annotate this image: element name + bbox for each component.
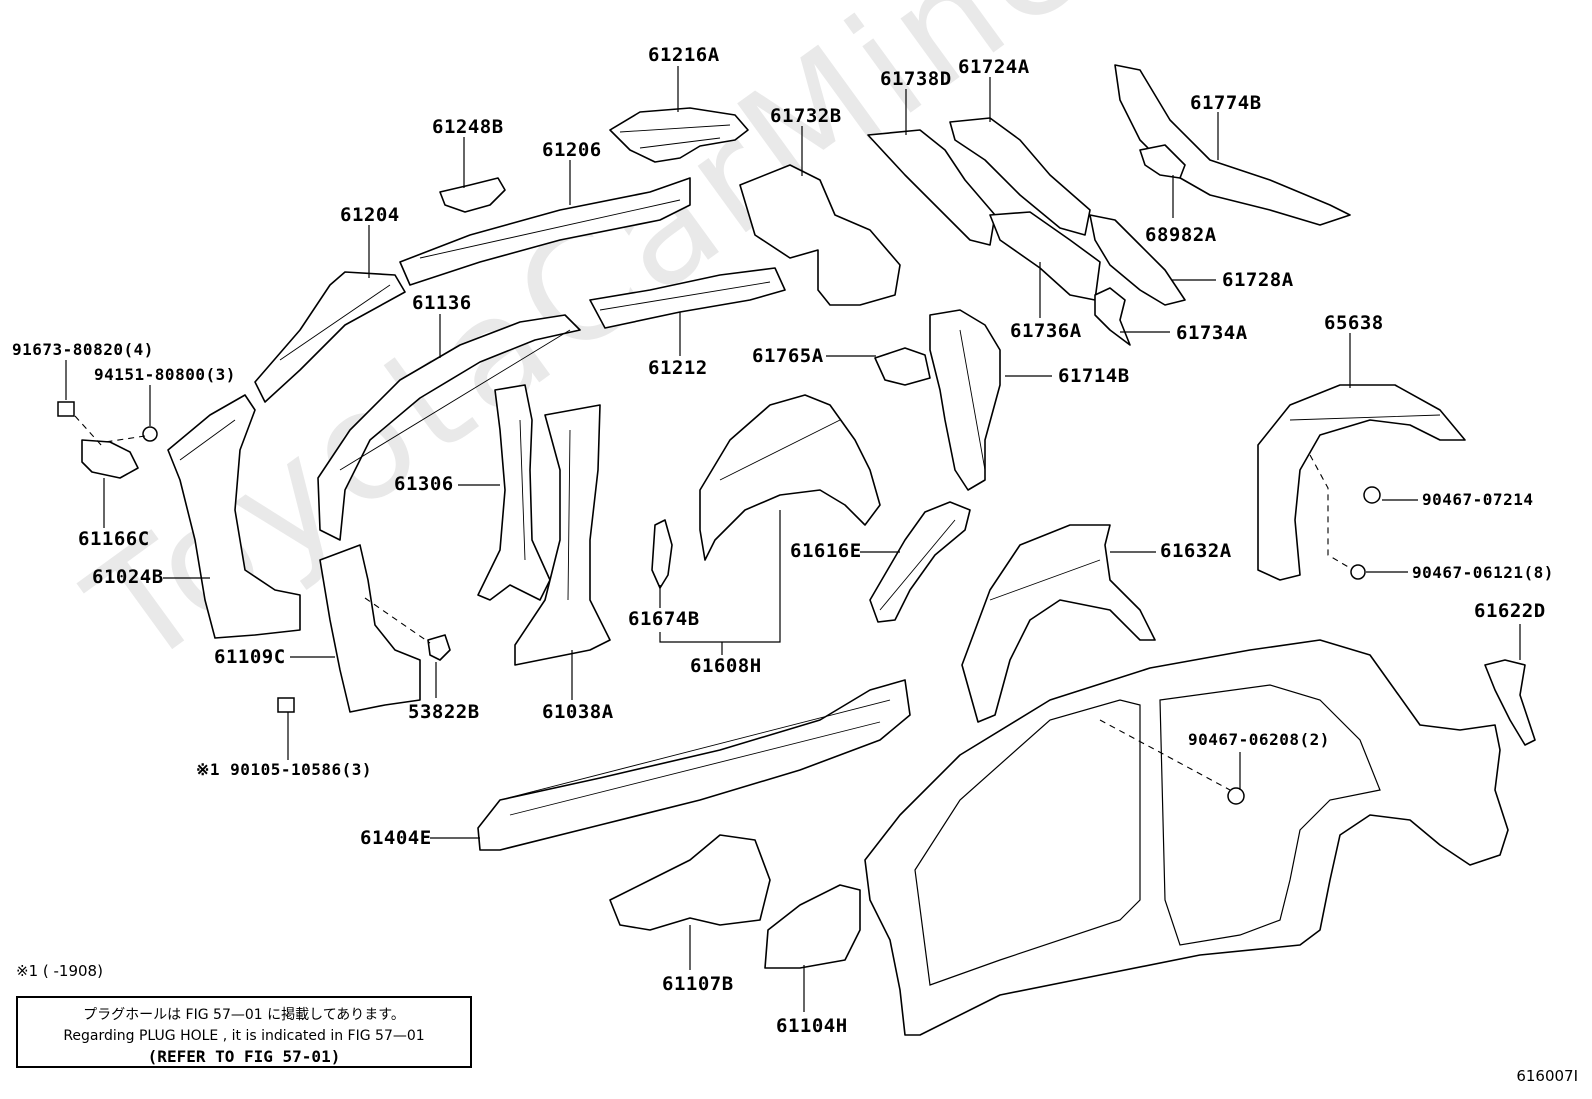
front-door-opening bbox=[914, 699, 1141, 986]
note-english: Regarding PLUG HOLE , it is indicated in… bbox=[63, 1028, 425, 1044]
clip-90467-06208 bbox=[1227, 787, 1245, 805]
part-61632A-shape bbox=[961, 524, 1156, 723]
label-61765A[interactable]: 61765A bbox=[752, 345, 824, 367]
label-61038A[interactable]: 61038A bbox=[542, 701, 614, 723]
rear-door-opening bbox=[1159, 684, 1381, 946]
label-61104H[interactable]: 61104H bbox=[776, 1015, 848, 1037]
label-61204[interactable]: 61204 bbox=[340, 204, 400, 226]
plug-hole-note: プラグホールは FIG 57—01 に掲載してあります。 Regarding P… bbox=[16, 996, 472, 1068]
part-61109C-shape bbox=[319, 544, 421, 713]
part-61206-shape bbox=[399, 177, 691, 286]
part-61204-shape bbox=[254, 271, 406, 403]
label-61674B[interactable]: 61674B bbox=[628, 608, 700, 630]
label-61136[interactable]: 61136 bbox=[412, 292, 472, 314]
label-61732B[interactable]: 61732B bbox=[770, 105, 842, 127]
label-61107B[interactable]: 61107B bbox=[662, 973, 734, 995]
part-61774B-shape bbox=[1114, 64, 1351, 226]
bolt-91673 bbox=[57, 401, 75, 417]
part-61216A-shape bbox=[609, 107, 749, 163]
part-61166C-shape bbox=[81, 439, 139, 479]
label-61632A[interactable]: 61632A bbox=[1160, 540, 1232, 562]
label-61109C[interactable]: 61109C bbox=[214, 646, 286, 668]
note-japanese: プラグホールは FIG 57—01 に掲載してあります。 bbox=[83, 1007, 405, 1023]
label-90467-06121[interactable]: 90467-06121(8) bbox=[1412, 563, 1554, 582]
part-61765A-shape bbox=[874, 347, 931, 386]
clip-90467-07214 bbox=[1363, 486, 1381, 504]
label-91673-80820[interactable]: 91673-80820(4) bbox=[12, 340, 154, 359]
note-reference-link[interactable]: (REFER TO FIG 57-01) bbox=[147, 1047, 341, 1066]
part-61038A-shape bbox=[514, 404, 611, 666]
part-61674B-shape bbox=[651, 519, 673, 589]
label-61206[interactable]: 61206 bbox=[542, 139, 602, 161]
label-61738D[interactable]: 61738D bbox=[880, 68, 952, 90]
label-61608H[interactable]: 61608H bbox=[690, 655, 762, 677]
leader-lines bbox=[65, 66, 1521, 1012]
bolt-90105 bbox=[277, 697, 295, 713]
nut-90467-06121 bbox=[1350, 564, 1366, 580]
part-53822B-shape bbox=[427, 634, 451, 661]
part-61738D-shape bbox=[867, 129, 996, 246]
part-61714B-shape bbox=[929, 309, 1001, 491]
label-61404E[interactable]: 61404E bbox=[360, 827, 432, 849]
part-61608H-shape bbox=[699, 394, 881, 561]
part-61248B-shape bbox=[439, 177, 506, 213]
label-61616E[interactable]: 61616E bbox=[790, 540, 862, 562]
label-90105-10586[interactable]: ※1 90105-10586(3) bbox=[196, 760, 373, 779]
part-61136-shape bbox=[317, 314, 581, 541]
label-61622D[interactable]: 61622D bbox=[1474, 600, 1546, 622]
washer-94151 bbox=[142, 426, 158, 442]
label-61714B[interactable]: 61714B bbox=[1058, 365, 1130, 387]
part-61107B-shape bbox=[609, 834, 771, 931]
label-65638[interactable]: 65638 bbox=[1324, 312, 1384, 334]
label-61774B[interactable]: 61774B bbox=[1190, 92, 1262, 114]
label-61734A[interactable]: 61734A bbox=[1176, 322, 1248, 344]
part-61622D-shape bbox=[1484, 659, 1536, 746]
part-65638-shape bbox=[1257, 384, 1466, 581]
part-61104H-shape bbox=[764, 884, 861, 969]
label-68982A[interactable]: 68982A bbox=[1145, 224, 1217, 246]
part-68982A-shape bbox=[1139, 144, 1186, 179]
dashed-leaders bbox=[74, 415, 1351, 791]
label-61216A[interactable]: 61216A bbox=[648, 44, 720, 66]
label-61724A[interactable]: 61724A bbox=[958, 56, 1030, 78]
label-61728A[interactable]: 61728A bbox=[1222, 269, 1294, 291]
part-61732B-shape bbox=[739, 164, 901, 306]
label-90467-06208[interactable]: 90467-06208(2) bbox=[1188, 730, 1330, 749]
part-61734A-shape bbox=[1094, 287, 1131, 346]
label-61024B[interactable]: 61024B bbox=[92, 566, 164, 588]
part-61024B-shape bbox=[167, 394, 301, 639]
label-61166C[interactable]: 61166C bbox=[78, 528, 150, 550]
part-61404E-shape bbox=[477, 679, 911, 851]
label-61306[interactable]: 61306 bbox=[394, 473, 454, 495]
part-61728A-shape bbox=[1089, 214, 1186, 306]
figure-id: 616007I bbox=[1516, 1067, 1578, 1085]
label-53822B[interactable]: 53822B bbox=[408, 701, 480, 723]
label-90467-07214[interactable]: 90467-07214 bbox=[1422, 490, 1534, 509]
label-61736A[interactable]: 61736A bbox=[1010, 320, 1082, 342]
footnote-date-range: ※1 ( -1908) bbox=[16, 962, 103, 980]
label-61248B[interactable]: 61248B bbox=[432, 116, 504, 138]
label-61212[interactable]: 61212 bbox=[648, 357, 708, 379]
part-61306-shape bbox=[477, 384, 551, 601]
part-61212-shape bbox=[589, 267, 786, 329]
part-61724A-shape bbox=[949, 117, 1091, 236]
label-94151-80800[interactable]: 94151-80800(3) bbox=[94, 365, 236, 384]
